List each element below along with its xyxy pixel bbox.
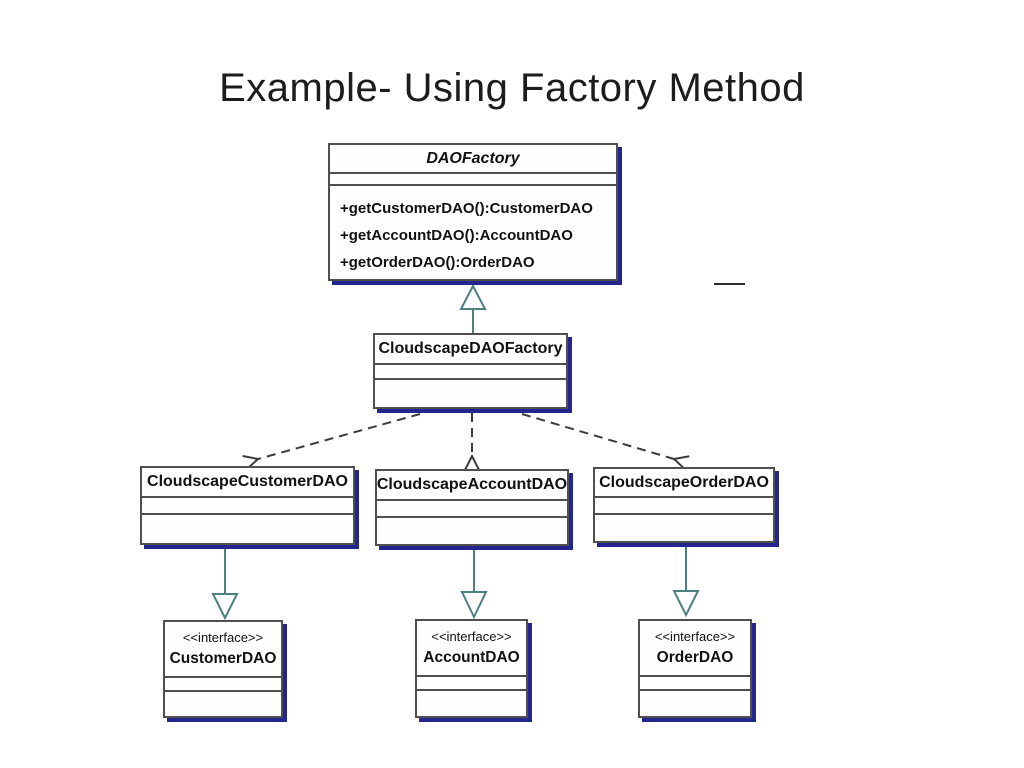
dependency-arrow-right-icon [521,413,674,459]
realization-arrow-account-icon [460,549,488,620]
methods-compartment [595,515,773,541]
class-name-daofactory: DAOFactory [330,145,616,174]
class-box-cloudscape-customer-dao: CloudscapeCustomerDAO [140,466,355,545]
class-box-cloudscape-order-dao: CloudscapeOrderDAO [593,467,775,543]
interface-name-order-dao: OrderDAO [656,649,734,666]
realization-arrow-customer-icon [211,547,239,621]
attributes-compartment [640,677,750,691]
methods-compartment [375,380,566,407]
class-name-cloudscape-daofactory: CloudscapeDAOFactory [375,335,566,365]
class-box-cloudscape-account-dao: CloudscapeAccountDAO [375,469,569,546]
dependency-arrow-left-icon [258,413,421,459]
interface-stereotype: <<interface>> [654,629,736,644]
methods-compartment [142,515,353,543]
method-get-account-dao: +getAccountDAO():AccountDAO [340,227,573,244]
attributes-compartment [377,501,567,518]
methods-compartment [377,518,567,544]
interface-header-account-dao: <<interface>> AccountDAO [417,621,526,677]
realization-arrow-order-icon [672,545,700,618]
method-get-customer-dao: +getCustomerDAO():CustomerDAO [340,200,593,217]
attributes-compartment [165,678,281,692]
class-name-cloudscape-account-dao: CloudscapeAccountDAO [377,471,567,501]
interface-name-account-dao: AccountDAO [423,649,520,666]
methods-compartment [417,691,526,716]
attributes-compartment [142,498,353,515]
interface-stereotype: <<interface>> [431,629,512,644]
methods-compartment [640,691,750,716]
methods-compartment [165,692,281,716]
interface-name-customer-dao: CustomerDAO [169,650,277,667]
methods-compartment: +getCustomerDAO():CustomerDAO +getAccoun… [330,186,616,279]
interface-header-customer-dao: <<interface>> CustomerDAO [165,622,281,678]
slide-title: Example- Using Factory Method [219,66,805,110]
class-box-cloudscape-daofactory: CloudscapeDAOFactory [373,333,568,409]
interface-header-order-dao: <<interface>> OrderDAO [640,621,750,677]
attributes-compartment [595,498,773,515]
interface-box-account-dao: <<interface>> AccountDAO [415,619,528,718]
class-name-cloudscape-customer-dao: CloudscapeCustomerDAO [142,468,353,498]
generalization-arrow-icon [459,283,487,333]
attributes-compartment [330,174,616,186]
interface-box-customer-dao: <<interface>> CustomerDAO [163,620,283,718]
interface-stereotype: <<interface>> [182,630,264,645]
class-name-cloudscape-order-dao: CloudscapeOrderDAO [595,469,773,498]
class-box-daofactory: DAOFactory +getCustomerDAO():CustomerDAO… [328,143,618,281]
attributes-compartment [417,677,526,691]
method-get-order-dao: +getOrderDAO():OrderDAO [340,254,535,271]
interface-box-order-dao: <<interface>> OrderDAO [638,619,752,718]
attributes-compartment [375,365,566,380]
